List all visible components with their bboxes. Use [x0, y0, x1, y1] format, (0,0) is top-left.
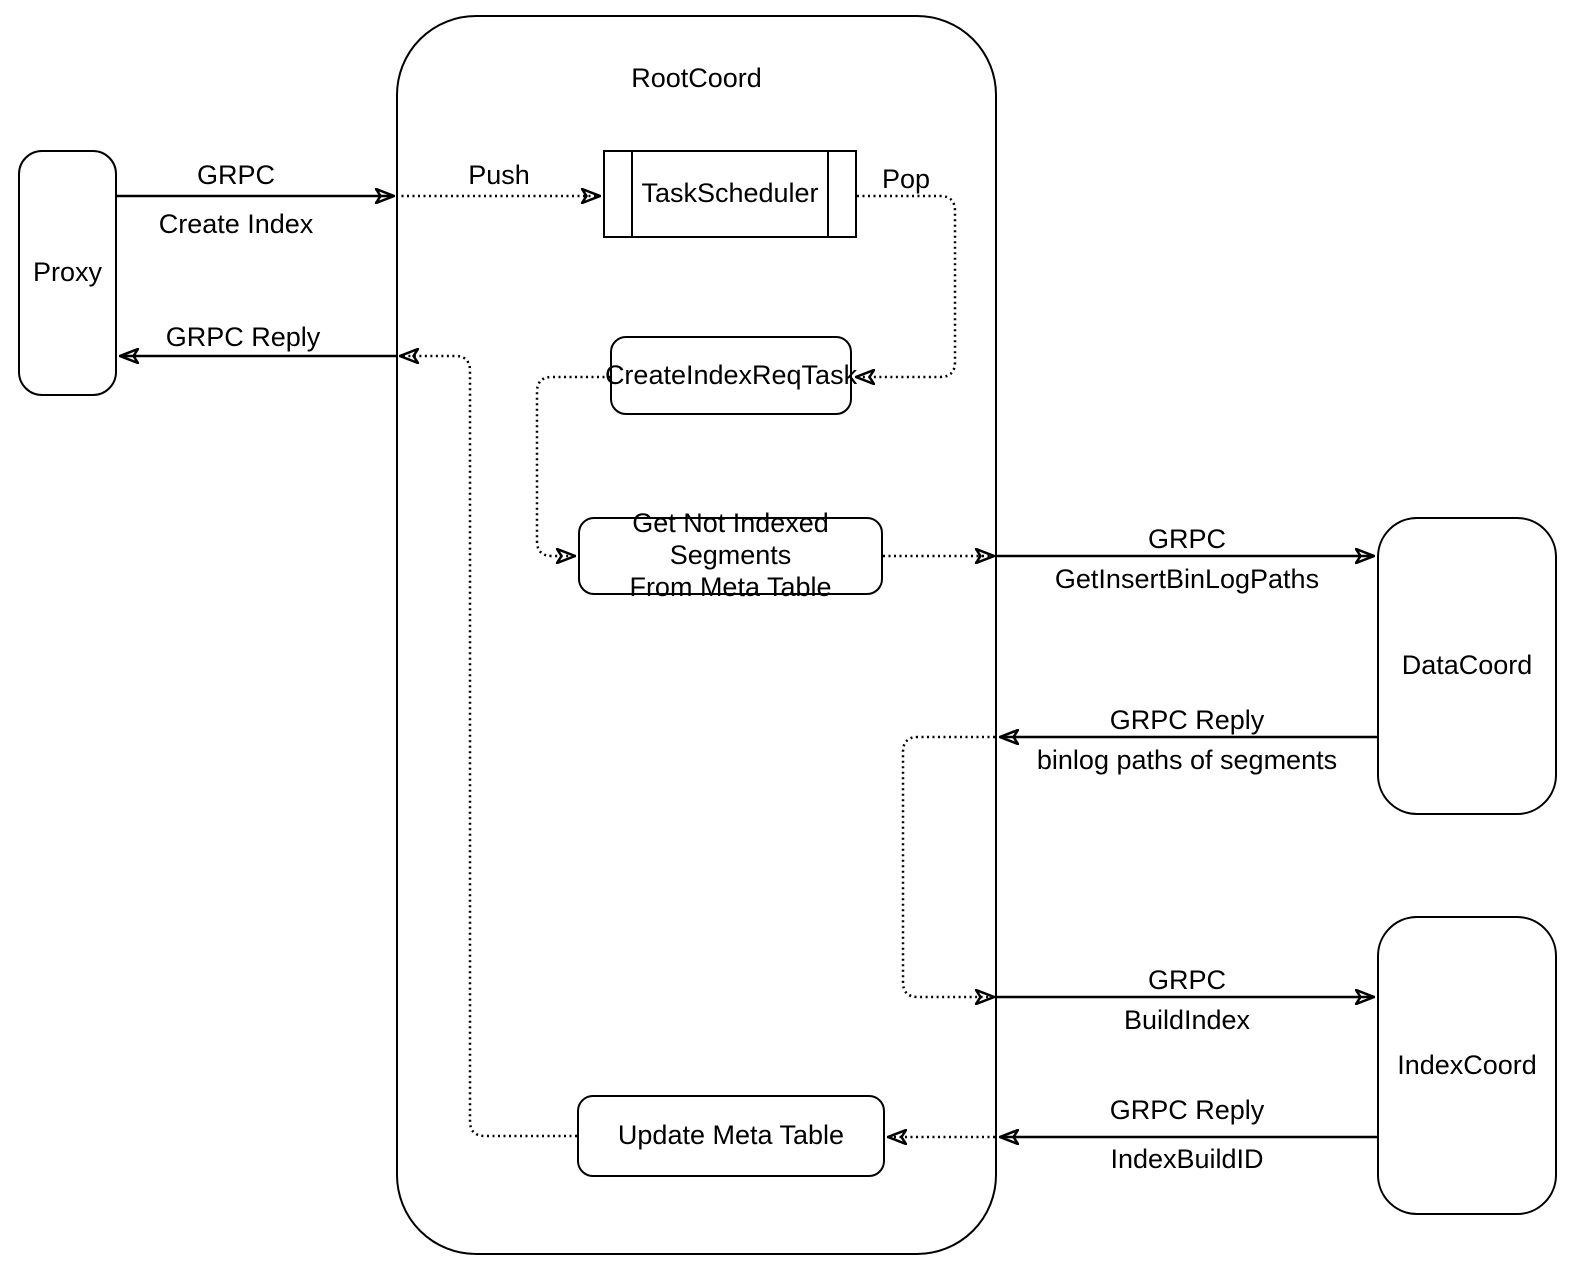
edge-label-grpc-create-index-2: Create Index [158, 209, 314, 239]
edge-label-grpc-buildindex-2: BuildIndex [1123, 1005, 1251, 1035]
create-index-req-task-label: CreateIndexReqTask [604, 359, 858, 390]
task-scheduler-left-band [631, 152, 633, 236]
edge-label-grpc-reply-binlog-1: GRPC Reply [1109, 705, 1265, 735]
task-scheduler-node: TaskScheduler [603, 150, 857, 238]
task-scheduler-label: TaskScheduler [641, 178, 819, 209]
get-not-indexed-segments-label: Get Not Indexed Segments From Meta Table [629, 508, 832, 602]
edge-label-grpc-getinsertbinlogpaths-1: GRPC [1147, 524, 1227, 554]
create-index-req-task-node: CreateIndexReqTask [605, 336, 857, 415]
task-scheduler-right-band [827, 152, 829, 236]
proxy-node: Proxy [18, 150, 117, 396]
edge-label-grpc-getinsertbinlogpaths-2: GetInsertBinLogPaths [1054, 564, 1320, 594]
indexcoord-label: IndexCoord [1397, 1049, 1537, 1080]
proxy-label: Proxy [32, 257, 103, 288]
edge-label-grpc-reply-indexbuildid-1: GRPC Reply [1109, 1095, 1265, 1125]
update-meta-table-node: Update Meta Table [577, 1095, 885, 1177]
edge-label-grpc-buildindex-1: GRPC [1147, 965, 1227, 995]
indexcoord-node: IndexCoord [1377, 916, 1557, 1215]
rootcoord-label: RootCoord [631, 63, 762, 93]
edge-label-grpc-reply-indexbuildid-2: IndexBuildID [1110, 1144, 1264, 1174]
edge-label-grpc-reply-proxy: GRPC Reply [165, 322, 321, 352]
datacoord-label: DataCoord [1401, 650, 1533, 681]
edge-label-grpc-create-index-1: GRPC [196, 160, 276, 190]
get-not-indexed-segments-node: Get Not Indexed Segments From Meta Table [578, 508, 883, 602]
edge-label-pop: Pop [881, 164, 931, 194]
edge-label-push: Push [468, 160, 530, 190]
edge-label-grpc-reply-binlog-2: binlog paths of segments [1036, 745, 1338, 775]
update-meta-table-label: Update Meta Table [617, 1120, 845, 1151]
datacoord-node: DataCoord [1377, 517, 1557, 815]
